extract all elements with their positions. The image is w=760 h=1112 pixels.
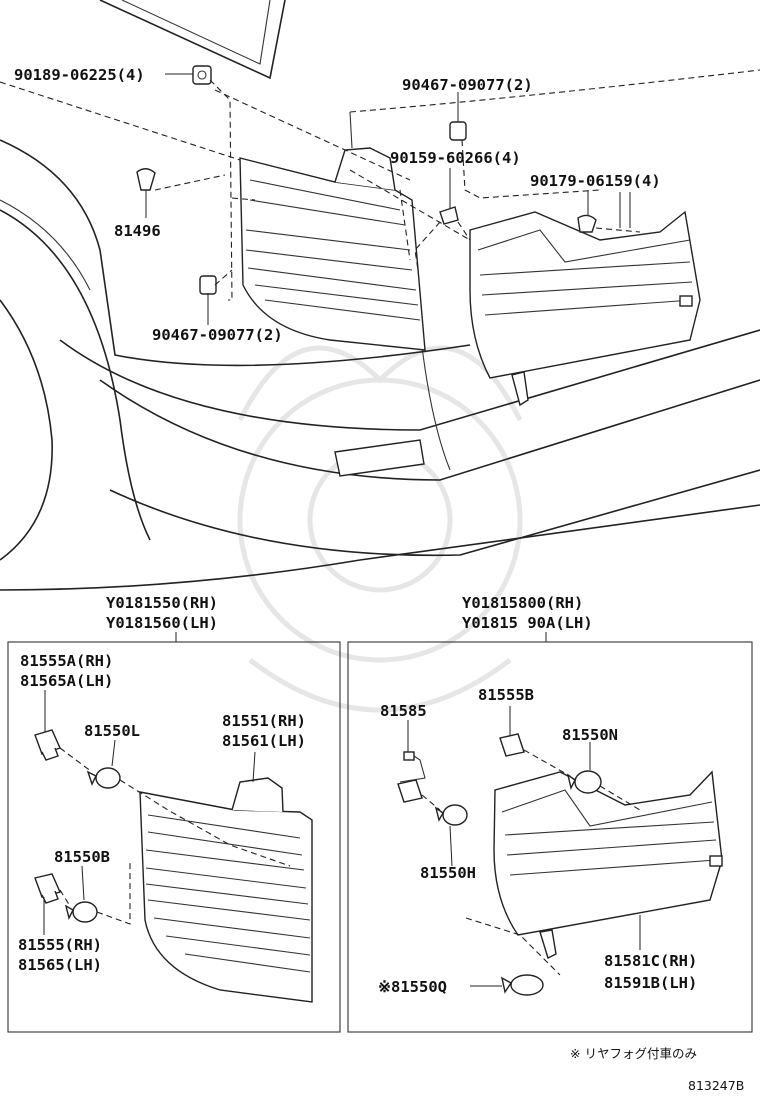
label-90467-09077-top: 90467-09077(2) (402, 76, 533, 94)
rh-leader-lines (407, 706, 641, 987)
footnote-rear-fog: ※ リヤフォグ付車のみ (570, 1046, 697, 1061)
rh-lamp-illustration (397, 733, 723, 996)
label-81555-rh: 81555(RH) (18, 936, 102, 954)
label-81561-lh: 81561(LH) (222, 732, 306, 750)
label-81550l: 81550L (84, 722, 140, 740)
label-81585: 81585 (380, 702, 427, 720)
label-81550h: 81550H (420, 864, 476, 882)
top-leader-lines (0, 73, 641, 325)
label-81581c-rh: 81581C(RH) (604, 952, 697, 970)
label-81551-rh: 81551(RH) (222, 712, 306, 730)
label-81550b: 81550B (54, 848, 110, 866)
label-90189-06225: 90189-06225(4) (14, 66, 145, 84)
label-81591b-lh: 81591B(LH) (604, 974, 697, 992)
rh-assembly-box (347, 641, 753, 1033)
right-combination-lamp-illustration (469, 210, 701, 407)
label-assy-y0181560: Y0181560(LH) (106, 614, 218, 632)
label-90179-06159: 90179-06159(4) (530, 172, 661, 190)
label-assy-y01815800: Y01815800(RH) (462, 594, 583, 612)
label-81555b: 81555B (478, 686, 534, 704)
diagram-code: 813247B (688, 1078, 744, 1093)
vehicle-body-outline (0, 0, 760, 591)
watermark-emblem (237, 345, 523, 713)
label-90467-09077-bottom: 90467-09077(2) (152, 326, 283, 344)
label-81550n: 81550N (562, 726, 618, 744)
lh-leader-lines (43, 690, 291, 935)
label-81565-lh: 81565(LH) (18, 956, 102, 974)
lh-assembly-box (7, 641, 341, 1033)
lh-lamp-illustration (34, 729, 313, 1003)
label-81550q: ※81550Q (378, 978, 447, 996)
label-81565a-lh: 81565A(LH) (20, 672, 113, 690)
label-assy-y0181590a: Y01815 90A(LH) (462, 614, 593, 632)
label-81555a-rh: 81555A(RH) (20, 652, 113, 670)
label-assy-y0181550: Y0181550(RH) (106, 594, 218, 612)
label-90159-60266: 90159-60266(4) (390, 149, 521, 167)
label-81496: 81496 (114, 222, 161, 240)
left-combination-lamp-illustration (239, 147, 426, 351)
